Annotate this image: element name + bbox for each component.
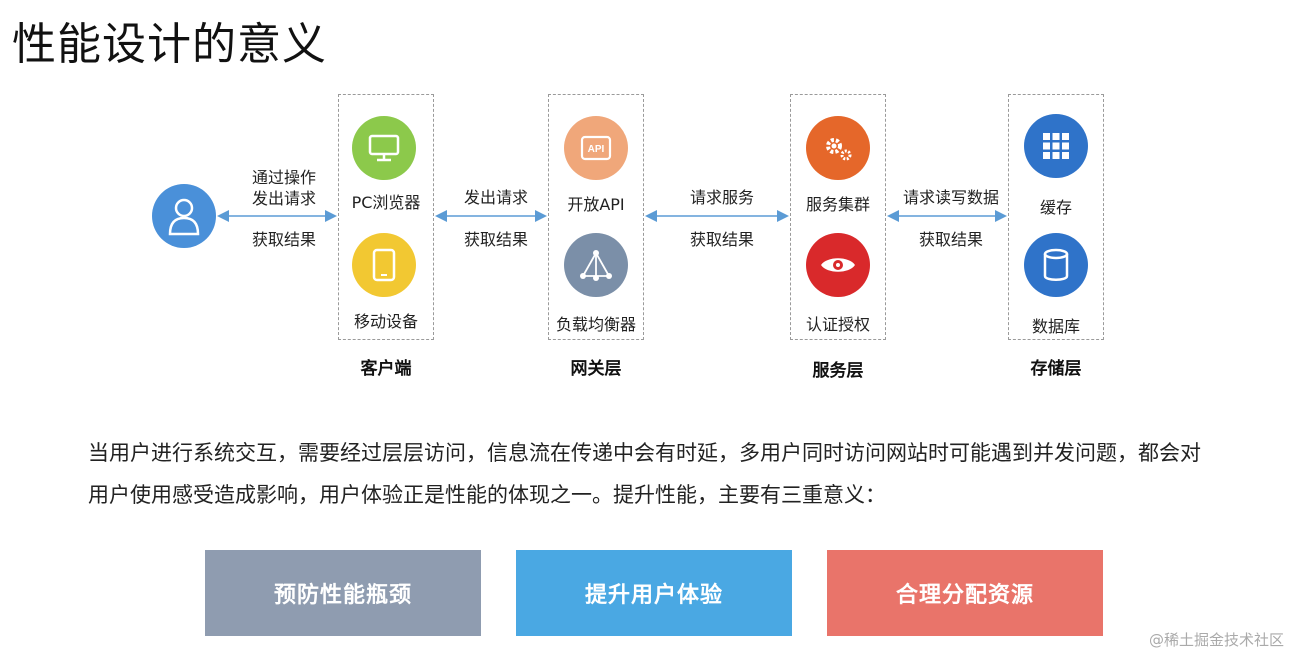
arrow-label-get-result: 获取结果 <box>463 230 528 249</box>
page-title: 性能设计的意义 <box>12 19 327 70</box>
arrow-label-get-result: 获取结果 <box>689 230 754 249</box>
arrow-label-read-write-data: 请求读写数据 <box>902 188 999 207</box>
auth-label: 认证授权 <box>805 315 870 334</box>
gateway-layer-label: 网关层 <box>570 359 622 379</box>
significance-cards: 预防性能瓶颈 提升用户体验 合理分配资源 <box>0 550 1302 636</box>
watermark: @稀土掘金技术社区 <box>1148 631 1284 649</box>
card-allocate-resources: 合理分配资源 <box>827 550 1103 636</box>
arrow-label-get-result: 获取结果 <box>918 230 983 249</box>
pc-browser-label: PC浏览器 <box>351 193 421 212</box>
connector-lines <box>217 210 1007 222</box>
arrow-label-request-service: 请求服务 <box>689 188 754 207</box>
tablet-icon <box>352 233 416 297</box>
arrow-label-operate: 通过操作 <box>251 168 316 187</box>
grid-icon <box>1024 114 1088 178</box>
card-prevent-bottleneck: 预防性能瓶颈 <box>205 550 481 636</box>
gateway-group-box <box>548 94 644 340</box>
storage-layer-label: 存储层 <box>1030 359 1082 379</box>
card-improve-ux: 提升用户体验 <box>516 550 792 636</box>
client-group-box <box>338 94 434 340</box>
arrow-label-get-result: 获取结果 <box>251 230 316 249</box>
cache-label: 缓存 <box>1039 198 1072 217</box>
arrow-label-send-request: 发出请求 <box>251 189 316 208</box>
database-label: 数据库 <box>1031 317 1080 336</box>
svg-text:API: API <box>588 144 605 155</box>
description-paragraph: 当用户进行系统交互，需要经过层层访问，信息流在传递中会有时延，多用户同时访问网站… <box>88 441 1201 507</box>
storage-group-box <box>1008 94 1104 340</box>
client-layer-label: 客户端 <box>360 359 412 379</box>
mobile-device-label: 移动设备 <box>353 312 418 331</box>
load-balancer-label: 负载均衡器 <box>555 315 636 334</box>
architecture-diagram: 通过操作 发出请求 获取结果 发出请求 获取结果 请求服务 获取结果 请求读写数… <box>152 94 1104 381</box>
monitor-icon <box>352 116 416 180</box>
user-icon <box>152 184 216 248</box>
service-layer-label: 服务层 <box>812 361 864 381</box>
database-icon <box>1024 233 1088 297</box>
api-icon: API <box>564 116 628 180</box>
arrow-label-send-request: 发出请求 <box>463 188 528 207</box>
service-group-box <box>790 94 886 340</box>
gears-icon <box>806 116 870 180</box>
load-balancer-icon <box>564 233 628 297</box>
eye-icon <box>806 233 870 297</box>
open-api-label: 开放API <box>567 195 625 214</box>
service-cluster-label: 服务集群 <box>805 195 870 214</box>
